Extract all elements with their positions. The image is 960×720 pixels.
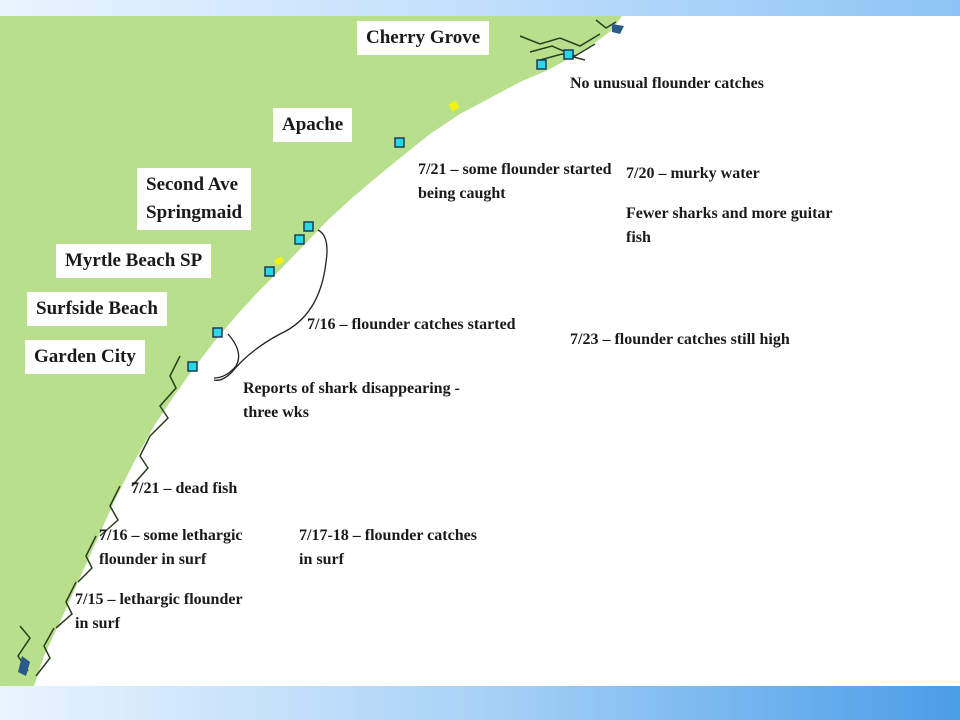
- note-murky-water: 7/20 – murky water: [626, 165, 760, 182]
- label-surfside-beach: Surfside Beach: [27, 292, 167, 326]
- note-sharks-guitar-fish: Fewer sharks and more guitar fish: [626, 205, 833, 246]
- top-banner: [0, 0, 960, 16]
- bottom-banner: [0, 686, 960, 720]
- station-mbsp: [264, 266, 275, 277]
- bracket-shark: [213, 333, 240, 379]
- note-cherry-grove: No unusual flounder catches: [570, 75, 764, 92]
- note-lethargic-16: 7/16 – some lethargic flounder in surf: [99, 527, 243, 568]
- label-garden-city: Garden City: [25, 340, 145, 374]
- note-surf-17-18: 7/17-18 – flounder catches in surf: [299, 527, 477, 568]
- label-second-ave-springmaid: Second Ave Springmaid: [137, 168, 252, 230]
- station-second-ave-1: [303, 221, 314, 232]
- label-cherry-grove: Cherry Grove: [357, 21, 490, 55]
- note-dead-fish: 7/21 – dead fish: [131, 480, 238, 497]
- station-surfside: [212, 327, 223, 338]
- station-cherry-grove-1: [536, 59, 547, 70]
- station-apache: [394, 137, 405, 148]
- bracket-flounder-started: [213, 229, 328, 381]
- station-garden-city: [187, 361, 198, 372]
- stations: [187, 49, 574, 372]
- marker-mbsp: [274, 256, 284, 266]
- note-apache: 7/21 – some flounder started being caugh…: [418, 161, 612, 202]
- station-cherry-grove-2: [563, 49, 574, 60]
- label-myrtle-beach-sp: Myrtle Beach SP: [56, 244, 212, 278]
- marker-north: [448, 100, 460, 112]
- note-still-high: 7/23 – flounder catches still high: [570, 331, 790, 348]
- note-lethargic-15: 7/15 – lethargic flounder in surf: [75, 591, 243, 632]
- label-apache: Apache: [273, 108, 353, 142]
- inlet-north: [612, 24, 624, 34]
- station-second-ave-2: [294, 234, 305, 245]
- note-flounder-started: 7/16 – flounder catches started: [307, 316, 516, 333]
- note-shark-disappearing: Reports of shark disappearing - three wk…: [243, 380, 460, 421]
- inlet-south: [18, 656, 30, 676]
